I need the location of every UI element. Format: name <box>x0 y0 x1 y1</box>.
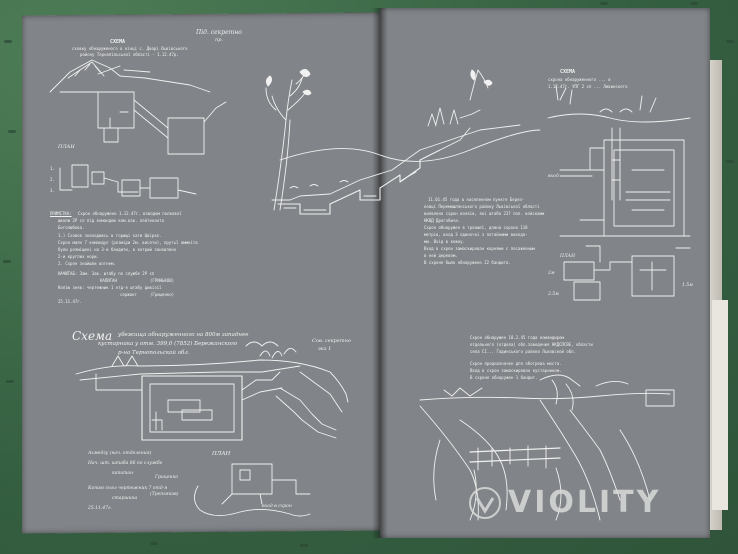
cloth-stitch <box>690 2 698 5</box>
sig2-4: Гриценко <box>155 475 178 480</box>
date-2: 25.11.47г. <box>88 506 112 511</box>
stamp-2-sub: экз 1 <box>318 346 332 352</box>
top-left-plan <box>59 164 197 199</box>
caption-8: Вход в схрон замаскирован корнями с поса… <box>424 246 535 251</box>
caption-b3: села СІ... Гадинського района Львовской … <box>470 349 576 354</box>
right-scheme-desc-2: 1.12.47г. УПГ 2 сп ... Ливинского <box>548 84 628 89</box>
caption-1: 11.01.45 года в населенном пункте Берез- <box>428 197 525 202</box>
bottom-left-cross-section <box>75 341 349 441</box>
scheme-desc-1: сховку обнаруженого в кінці с. Дворі Льв… <box>72 46 188 51</box>
stamp-top-sub: пр. <box>215 37 224 43</box>
caption-b5: Вход в схрон замаскирован кустарником. <box>470 368 562 373</box>
sig2-1: Ахмедзу (нач. отделения) <box>88 451 152 456</box>
caption-b2: отдельного (отдела) обл.заведения НКДСПС… <box>470 342 593 347</box>
book-gutter <box>372 8 388 538</box>
bottom-left-plan <box>194 463 311 517</box>
sig-3: (ГРИНЬКОВ) <box>150 278 175 283</box>
cloth-stitch <box>726 40 734 43</box>
scheme-title: СХЕМА <box>110 39 126 45</box>
caption-7: ми. Вхід в кожну. <box>424 239 465 244</box>
sig2-5: Копию снял чертежник 7 отд-я <box>88 486 168 491</box>
stamp-2: Сов. секретно <box>312 338 351 344</box>
right-scheme-desc-1: схрона обнаруженного ... в <box>548 77 611 82</box>
top-left-cross-section <box>49 59 227 155</box>
hill-trench-drawing <box>271 69 541 215</box>
entrance-label: вход в схрон <box>262 504 292 509</box>
caption-2: ковці Перемишлянського району Львівської… <box>424 204 540 209</box>
cloth-stitch <box>150 542 158 545</box>
caption-5: Схрон обнаружен в траншеї, длина схрона … <box>424 225 528 230</box>
caption-b1: Схрон обнаружен 18.2.45 года командиром <box>470 335 564 340</box>
sig2-6: старшина <box>112 496 138 501</box>
scheme2-title: Схема <box>72 329 113 343</box>
note-3: Боголюбова. <box>58 225 85 230</box>
note-head: ПРИМІТКА: <box>50 211 72 216</box>
note-5: Схрон мало 7 командує (розміри 2м. висот… <box>58 240 198 245</box>
sig2-7: (Трепьяков) <box>150 492 179 497</box>
stamp-top: Під. секретно <box>196 29 242 36</box>
legend-2: 2. <box>50 177 55 182</box>
cloth-stitch <box>600 2 608 5</box>
caption-6: метрів, вход 3 одиночні з потайними вихо… <box>424 232 528 237</box>
size-3: 1.5м <box>682 283 693 288</box>
plan-label-2: ПЛАН <box>212 451 231 457</box>
size-2: 2.5м <box>548 292 559 297</box>
caption-3: виявлено схрон вояків, які штаба 237 пол… <box>424 211 545 216</box>
caption-4: НКВД Дрогобича. <box>424 218 461 223</box>
page-stack-edge-lower <box>712 300 728 510</box>
note-6: були розміщені на 3-и бандити, в котрий … <box>58 247 177 252</box>
top-right-bunker <box>547 85 691 263</box>
tree-drawing <box>265 69 312 211</box>
caption-9: в ней деревом. <box>424 253 458 258</box>
right-page <box>380 8 710 538</box>
sig2-3: капитан <box>112 471 134 476</box>
date-1: 25.11.47г. <box>58 299 83 304</box>
watermark: VIOLITY <box>468 485 661 520</box>
watermark-text: VIOLITY <box>508 485 662 520</box>
plan-label: ПЛАН <box>58 144 75 150</box>
cloth-stitch <box>3 260 11 263</box>
note-2: школи 2Р сп під командою ком.взв. лейтен… <box>58 218 164 223</box>
cloth-stitch <box>300 544 308 547</box>
scheme2-desc-1: убежища обнаруженного на 800м западнее <box>118 332 249 338</box>
scheme2-desc-2: кустарника у отм. 399,0 (7852) Бережанск… <box>98 341 238 347</box>
sig2-2: Нач. шт. штаба 86 по службе <box>88 461 163 466</box>
note-4: 1.) Сховок знаходивсь в горищі хати Цвір… <box>58 233 162 238</box>
legend-3: 3. <box>50 188 55 193</box>
caption-b4: Схрон предназначен для обогрева моста. <box>470 361 562 366</box>
bottom-right-landscape <box>419 374 675 521</box>
note-1: Схрон обнаружено 1.12.47г. взводом полко… <box>78 211 182 216</box>
legend-1: 1. <box>50 166 55 171</box>
right-entrance-label: вход <box>548 174 559 179</box>
note-8: 2. Схрон знайшли вогнем. <box>58 261 116 266</box>
violity-logo-icon <box>469 486 501 519</box>
sig-1: НАЧШТАБ: Зам. Зав. штабу по службе 2Р сп <box>58 271 155 276</box>
right-scheme-title: СХЕМА <box>560 69 576 75</box>
scheme-desc-2: району Тернопільської області - 1.12.47р… <box>80 52 179 57</box>
sig-2: КАПИТАН <box>100 278 117 283</box>
sig-5: сержант <box>120 292 137 297</box>
caption-10: В схроне было обнаружено 22 бандита. <box>424 260 511 265</box>
cloth-stitch <box>726 160 734 163</box>
note-7: 2-и круглих нори. <box>58 254 99 259</box>
cloth-stitch <box>4 40 12 43</box>
right-plan <box>563 255 675 301</box>
caption-b6: В схроне обнаружен 1 бандит. <box>470 375 538 380</box>
right-plan-label: ПЛАН <box>560 254 576 259</box>
cloth-stitch <box>6 380 14 383</box>
sig-4: Копію зняв: чертежник 1 отд-я штабу диві… <box>58 285 162 290</box>
cloth-stitch <box>8 130 16 133</box>
size-1: 2м <box>548 271 555 276</box>
sig-6: (Гриценко) <box>150 292 175 297</box>
scheme2-desc-3: р-на Тернопольской обл. <box>118 350 190 356</box>
